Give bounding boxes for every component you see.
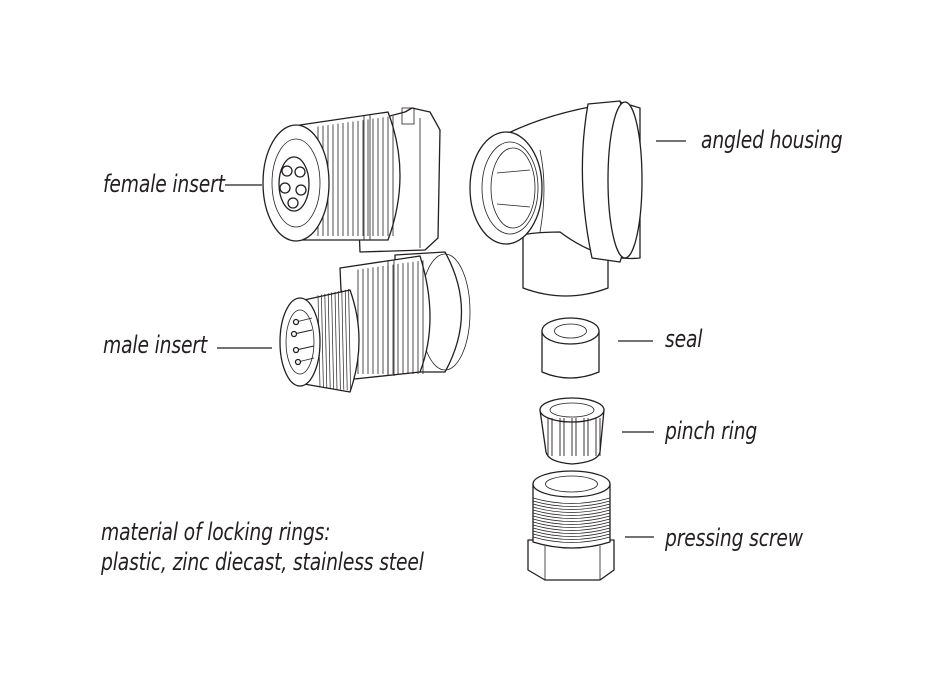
pressing-screw-label: pressing screw: [665, 524, 803, 552]
male-insert-label: male insert: [103, 331, 208, 359]
pinch-ring-drawing: [539, 397, 605, 465]
material-note: material of locking rings: plastic, zinc…: [101, 517, 424, 577]
male-insert-drawing: [279, 251, 471, 393]
seal-drawing: [541, 317, 600, 379]
angled-housing-drawing: [469, 100, 643, 297]
seal-label: seal: [665, 325, 703, 353]
female-insert-label: female insert: [103, 170, 225, 198]
angled-housing-label: angled housing: [701, 126, 843, 154]
female-insert-drawing: [262, 107, 441, 253]
pressing-screw-drawing: [527, 470, 615, 581]
material-note-line-2: plastic, zinc diecast, stainless steel: [101, 548, 424, 576]
pinch-ring-label: pinch ring: [665, 417, 758, 445]
material-note-line-1: material of locking rings:: [101, 518, 331, 546]
